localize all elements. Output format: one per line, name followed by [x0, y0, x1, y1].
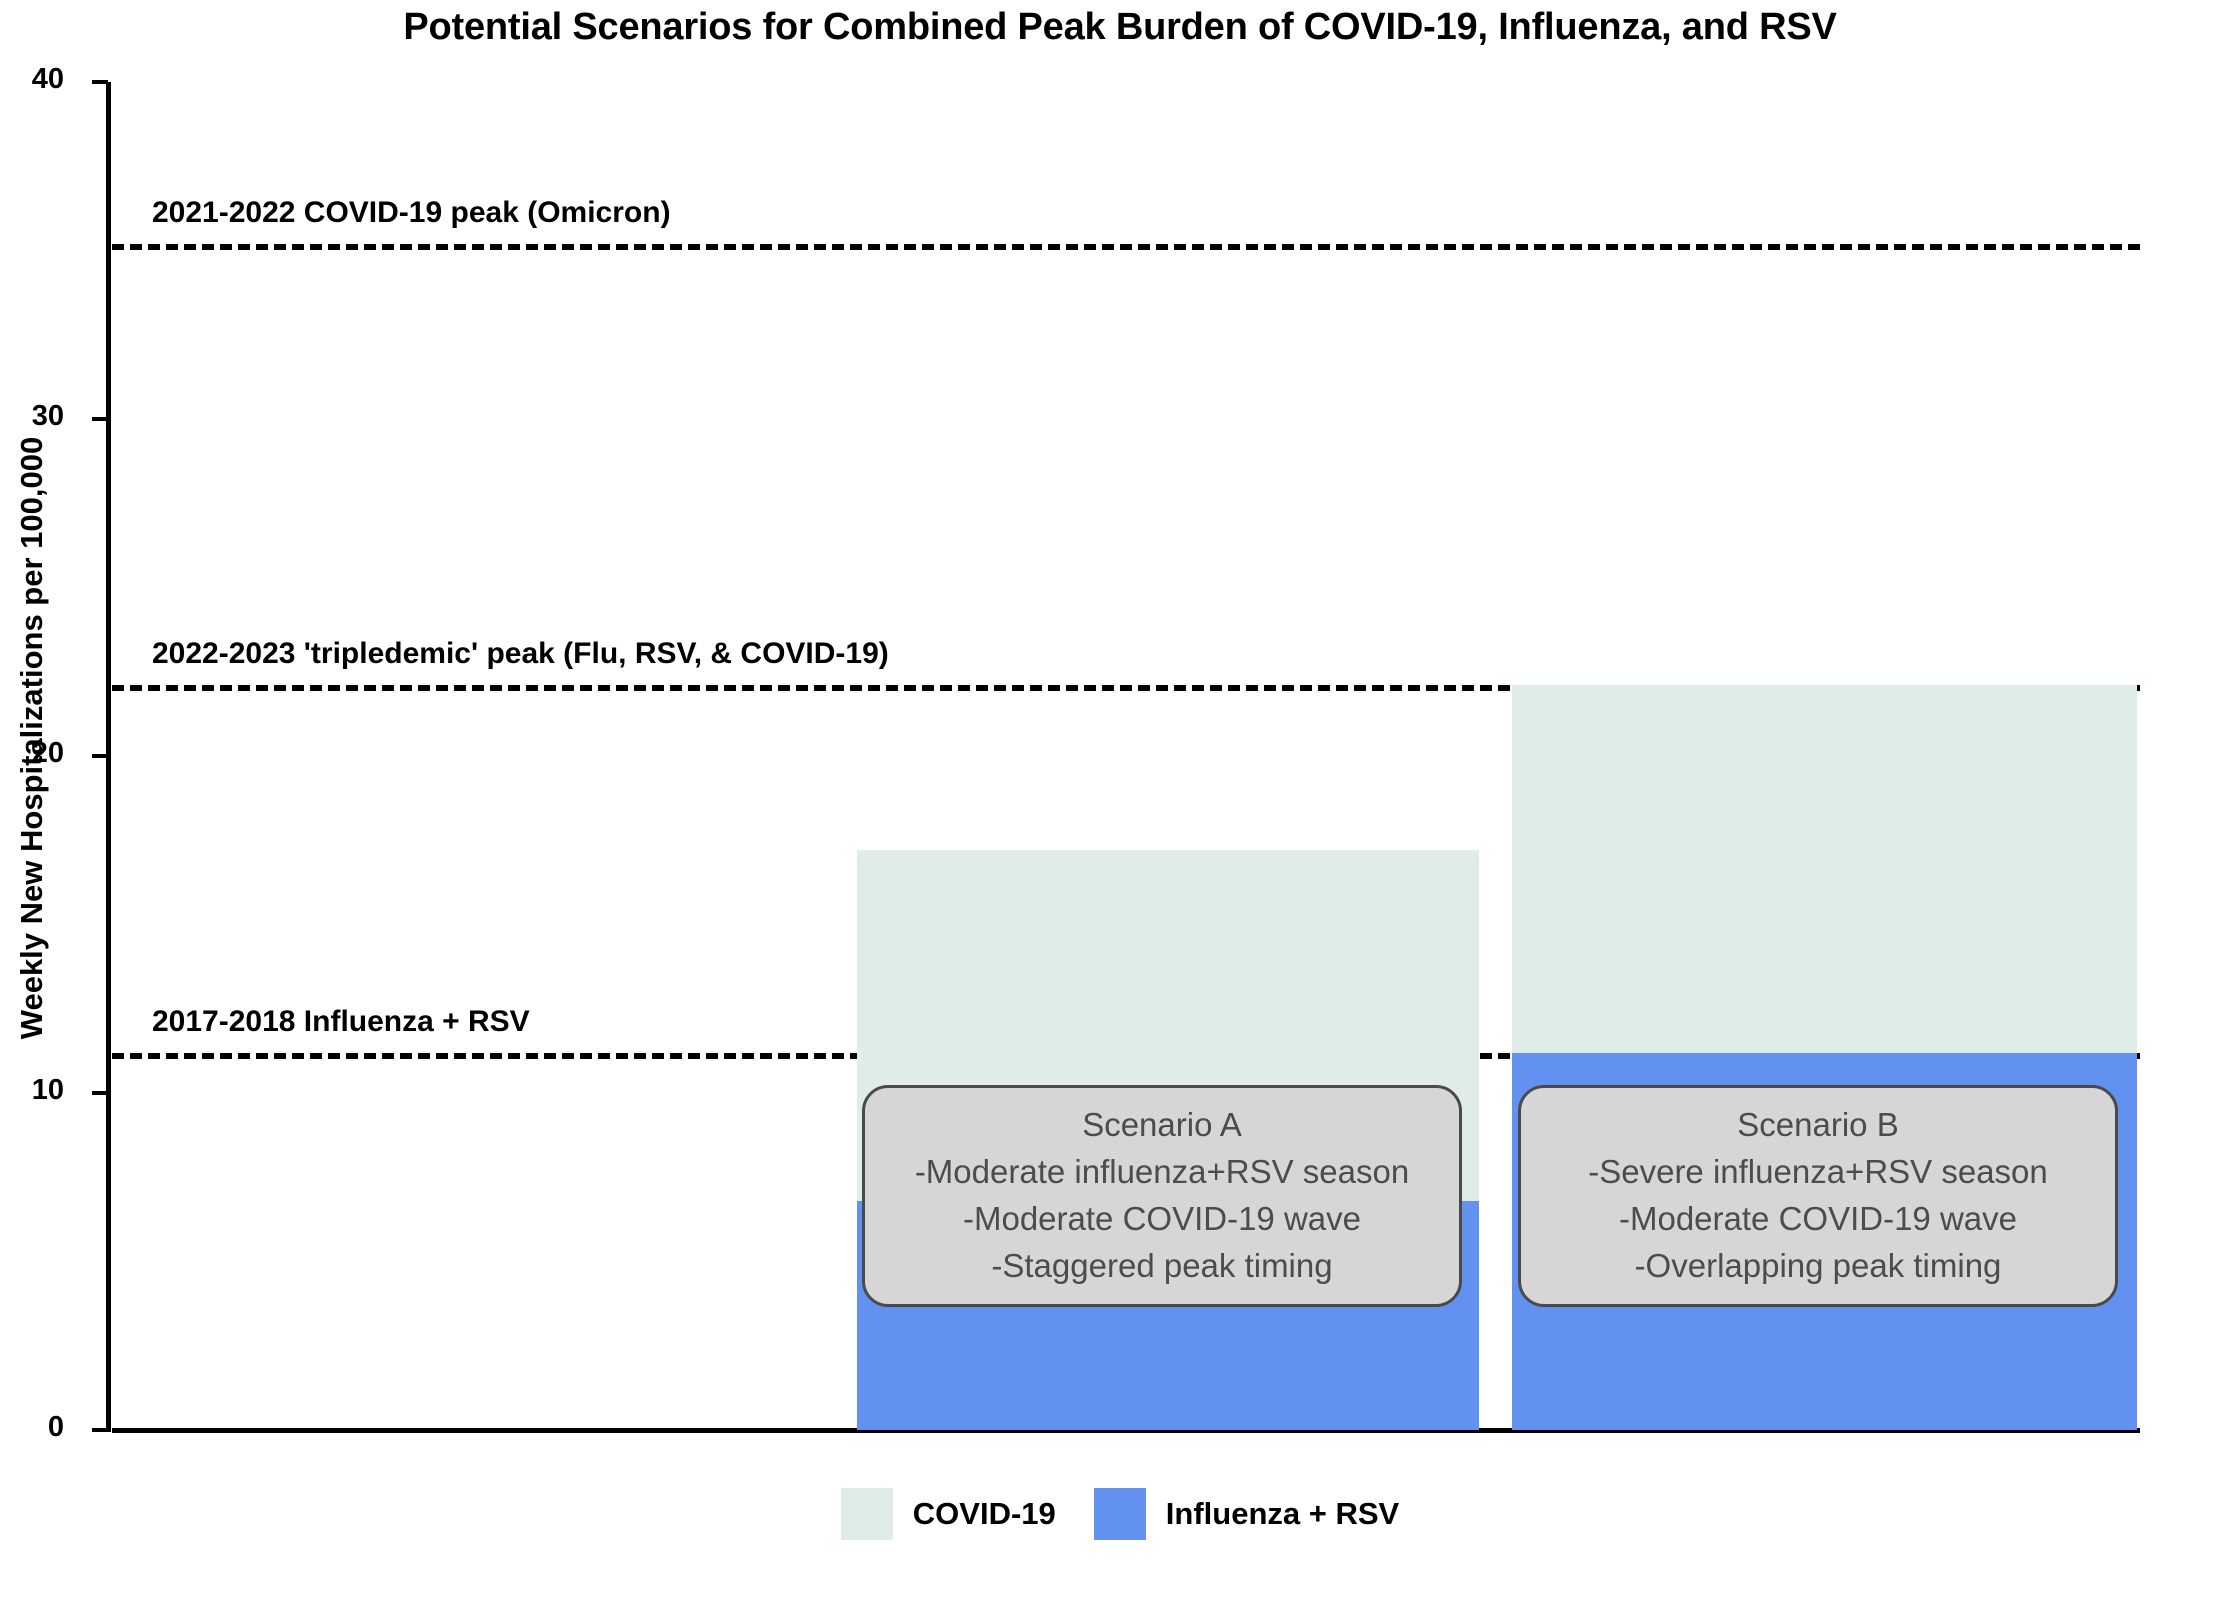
scenario-annotation-box: Scenario A -Moderate influenza+RSV season… — [862, 1085, 1462, 1307]
y-tick-label: 20 — [31, 737, 64, 769]
reference-line-label: 2017-2018 Influenza + RSV — [152, 1004, 530, 1038]
legend-item[interactable]: Influenza + RSV — [1093, 1488, 1400, 1540]
reference-line-label: 2022-2023 'tripledemic' peak (Flu, RSV, … — [152, 637, 889, 671]
scenario-annotation-line: -Staggered peak timing — [991, 1246, 1333, 1284]
scenario-annotation-line: Scenario A — [1082, 1106, 1242, 1144]
y-tick-mark — [92, 80, 108, 84]
scenario-annotation-line: -Overlapping peak timing — [1634, 1246, 2002, 1284]
scenario-annotation-line: Scenario B — [1737, 1106, 1899, 1144]
legend-swatch — [1093, 1488, 1146, 1540]
scenario-annotation-line: -Moderate COVID-19 wave — [1619, 1200, 2017, 1237]
legend-item[interactable]: COVID-19 — [840, 1488, 1056, 1540]
legend-swatch — [840, 1488, 893, 1540]
reference-line — [112, 685, 2140, 692]
chart-legend: COVID-19 Influenza + RSV — [0, 1488, 2240, 1540]
y-axis-spine — [106, 82, 111, 1432]
legend-label: COVID-19 — [912, 1496, 1056, 1531]
y-tick-mark — [92, 754, 108, 758]
y-tick-mark — [92, 417, 108, 421]
y-tick-label: 30 — [31, 400, 64, 432]
y-tick-mark — [92, 1091, 108, 1095]
scenario-annotation-line: -Severe influenza+RSV season — [1588, 1153, 2048, 1191]
chart-title: Potential Scenarios for Combined Peak Bu… — [403, 6, 1837, 48]
y-tick-mark — [92, 1428, 108, 1432]
scenario-annotation-line: -Moderate influenza+RSV season — [914, 1153, 1410, 1191]
legend-label: Influenza + RSV — [1165, 1496, 1400, 1531]
scenario-annotation-box: Scenario B -Severe influenza+RSV season -M… — [1518, 1085, 2118, 1307]
y-tick-label: 40 — [31, 63, 64, 95]
scenario-annotation-line: -Moderate COVID-19 wave — [963, 1200, 1361, 1237]
x-axis-spine — [112, 1428, 2140, 1433]
bar-segment-covid19 — [1512, 685, 2137, 1053]
reference-line-label: 2021-2022 COVID-19 peak (Omicron) — [152, 195, 671, 229]
y-tick-label: 10 — [31, 1074, 64, 1106]
reference-line — [112, 243, 2140, 250]
y-tick-label: 0 — [47, 1411, 64, 1443]
